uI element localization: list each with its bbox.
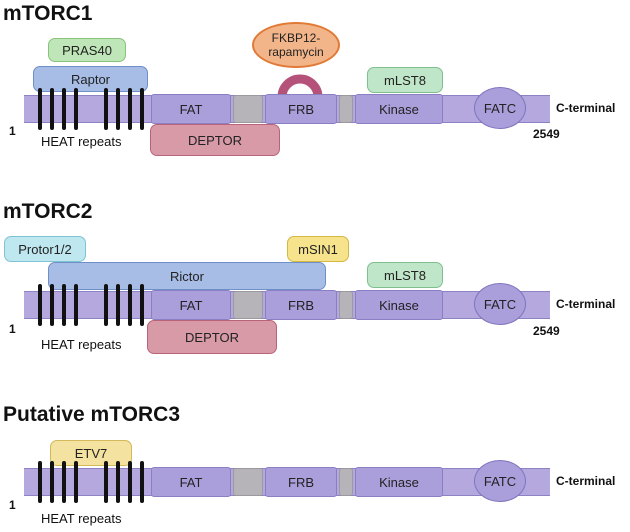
heat-stripe	[140, 284, 144, 326]
heat-stripe	[62, 284, 66, 326]
heat-stripe	[116, 88, 120, 130]
gray-linker-c2-b	[339, 291, 353, 319]
heat-stripe	[38, 461, 42, 503]
fatc-domain-c2: FATC	[474, 283, 526, 325]
mlst8-box-c1: mLST8	[367, 67, 443, 93]
end-residue-c2: 2549	[533, 324, 560, 338]
heat-stripe	[104, 461, 108, 503]
msin1-box: mSIN1	[287, 236, 349, 262]
fat-label-c2: FAT	[179, 297, 203, 313]
frb-label-c3: FRB	[288, 474, 314, 490]
fatc-label-c1: FATC	[483, 100, 517, 116]
pras40-label: PRAS40	[62, 42, 112, 58]
start-residue-c1: 1	[9, 124, 16, 138]
mlst8-label-c1: mLST8	[384, 72, 426, 88]
heat-stripe	[128, 461, 132, 503]
end-residue-c1: 2549	[533, 127, 560, 141]
protor-box: Protor1/2	[4, 236, 86, 262]
heat-stripe	[104, 284, 108, 326]
c-terminal-label-c2: C-terminal	[556, 297, 616, 311]
fatc-domain-c1: FATC	[474, 87, 526, 129]
heat-stripe	[50, 284, 54, 326]
start-residue-c3: 1	[9, 498, 16, 512]
heat-repeats-label-c2: HEAT repeats	[41, 337, 122, 352]
fatc-domain-c3: FATC	[474, 460, 526, 502]
heat-stripe	[116, 284, 120, 326]
heat-stripe	[74, 461, 78, 503]
etv7-label: ETV7	[74, 445, 108, 461]
mtorc3-title: Putative mTORC3	[3, 403, 180, 426]
gray-linker-c1-a	[233, 95, 263, 123]
frb-domain-c1: FRB	[265, 94, 337, 124]
kinase-label-c2: Kinase	[379, 297, 419, 313]
gray-linker-c3-b	[339, 468, 353, 496]
heat-stripe	[74, 88, 78, 130]
gray-linker-c2-a	[233, 291, 263, 319]
fkbp12-rapamycin-bubble: FKBP12- rapamycin	[252, 22, 340, 68]
heat-stripe	[128, 88, 132, 130]
gray-linker-c1-b	[339, 95, 353, 123]
mlst8-box-c2: mLST8	[367, 262, 443, 288]
fatc-label-c2: FATC	[483, 296, 517, 312]
heat-stripe	[128, 284, 132, 326]
frb-label-c2: FRB	[288, 297, 314, 313]
protor-label: Protor1/2	[18, 241, 72, 257]
raptor-box: Raptor	[33, 66, 148, 92]
kinase-domain-c2: Kinase	[355, 290, 443, 320]
fat-domain-c2: FAT	[151, 290, 231, 320]
start-residue-c2: 1	[9, 322, 16, 336]
fkbp12-line2: rapamycin	[268, 45, 324, 59]
rictor-box: Rictor	[48, 262, 326, 290]
c-terminal-label-c3: C-terminal	[556, 474, 616, 488]
heat-stripe	[50, 88, 54, 130]
heat-stripe	[74, 284, 78, 326]
heat-repeats-label-c1: HEAT repeats	[41, 134, 122, 149]
mtorc1-title: mTORC1	[3, 2, 93, 25]
kinase-label-c1: Kinase	[379, 101, 419, 117]
heat-stripe	[140, 88, 144, 130]
heat-stripe	[104, 88, 108, 130]
heat-stripe	[38, 88, 42, 130]
rapamycin-arc	[277, 74, 323, 97]
heat-stripe	[116, 461, 120, 503]
rictor-label: Rictor	[170, 268, 204, 284]
heat-repeats-label-c3: HEAT repeats	[41, 511, 122, 526]
heat-stripe	[140, 461, 144, 503]
mtorc2-title: mTORC2	[3, 200, 93, 223]
kinase-domain-c1: Kinase	[355, 94, 443, 124]
heat-stripe	[62, 461, 66, 503]
kinase-domain-c3: Kinase	[355, 467, 443, 497]
c-terminal-label-c1: C-terminal	[556, 101, 616, 115]
fat-domain-c3: FAT	[151, 467, 231, 497]
fat-label-c3: FAT	[179, 474, 203, 490]
deptor-label-c1: DEPTOR	[188, 132, 242, 148]
deptor-box-c1: DEPTOR	[150, 124, 280, 156]
fat-domain-c1: FAT	[151, 94, 231, 124]
heat-stripe	[38, 284, 42, 326]
kinase-label-c3: Kinase	[379, 474, 419, 490]
deptor-label-c2: DEPTOR	[185, 329, 239, 345]
pras40-box: PRAS40	[48, 38, 126, 62]
fat-label-c1: FAT	[179, 101, 203, 117]
heat-stripe	[62, 88, 66, 130]
deptor-box-c2: DEPTOR	[147, 320, 277, 354]
frb-label-c1: FRB	[288, 101, 314, 117]
gray-linker-c3-a	[233, 468, 263, 496]
fatc-label-c3: FATC	[483, 473, 517, 489]
heat-stripe	[50, 461, 54, 503]
frb-domain-c3: FRB	[265, 467, 337, 497]
frb-domain-c2: FRB	[265, 290, 337, 320]
msin1-label: mSIN1	[298, 241, 338, 257]
mlst8-label-c2: mLST8	[384, 267, 426, 283]
raptor-label: Raptor	[70, 71, 111, 87]
fkbp12-line1: FKBP12-	[271, 31, 321, 45]
